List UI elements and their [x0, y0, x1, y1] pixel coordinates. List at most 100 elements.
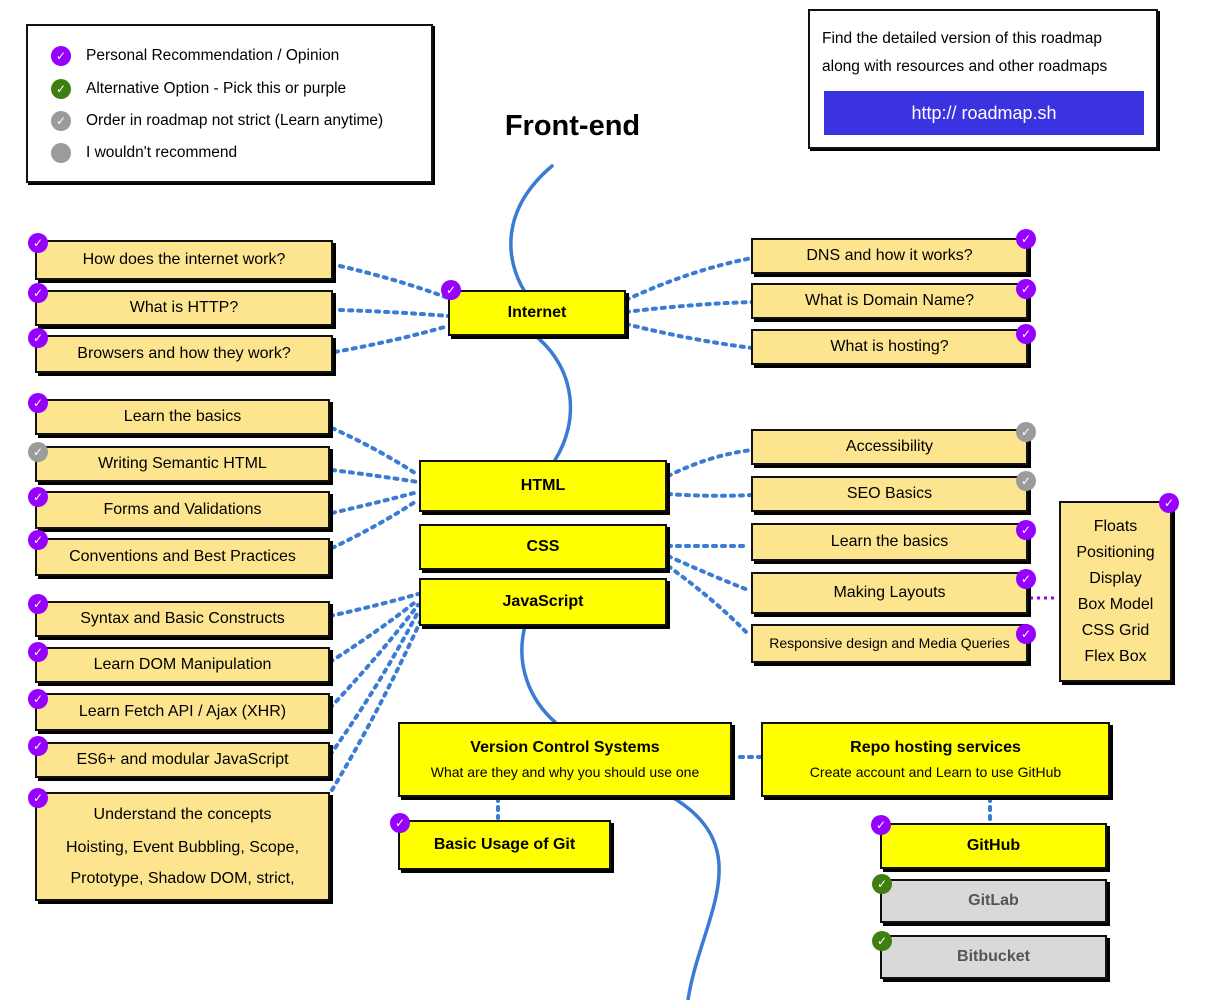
node-making-layouts[interactable]: Making Layouts [751, 572, 1028, 614]
node-layout-topics[interactable]: Floats Positioning Display Box Model CSS… [1059, 501, 1172, 682]
purple-check-icon: ✓ [1159, 493, 1179, 513]
dots-js-l3 [328, 603, 420, 710]
node-css-basics[interactable]: Learn the basics [751, 523, 1028, 561]
purple-check-icon: ✓ [1016, 569, 1036, 589]
spine-top [509, 164, 554, 294]
spine-internet-html [536, 336, 573, 462]
gray-check-icon: ✓ [1016, 422, 1036, 442]
dots-internet-l1 [338, 264, 450, 300]
layout-topic: CSS Grid [1081, 621, 1150, 639]
node-vcs[interactable]: Version Control Systems What are they an… [398, 722, 732, 797]
purple-check-icon: ✓ [390, 813, 410, 833]
purple-check-icon: ✓ [28, 530, 48, 550]
purple-check-icon: ✓ [871, 815, 891, 835]
gray-check-icon: ✓ [1016, 471, 1036, 491]
legend-box: ✓ Personal Recommendation / Opinion ✓ Al… [26, 24, 433, 183]
info-box: Find the detailed version of this roadma… [808, 9, 1158, 149]
purple-check-icon: ✓ [28, 788, 48, 808]
roadmap-link-button[interactable]: http:// roadmap.sh [824, 91, 1144, 135]
node-seo[interactable]: SEO Basics [751, 476, 1028, 512]
dots-html-r1 [666, 448, 754, 478]
dots-js-l4 [328, 610, 420, 757]
node-fetch[interactable]: Learn Fetch API / Ajax (XHR) [35, 693, 330, 731]
node-repo-hosting[interactable]: Repo hosting services Create account and… [761, 722, 1110, 797]
vcs-subtitle: What are they and why you should use one [430, 763, 700, 780]
purple-check-icon: ✓ [28, 689, 48, 709]
node-github[interactable]: GitHub [880, 823, 1107, 869]
dots-js-l5 [330, 620, 422, 792]
dots-html-l3 [330, 490, 420, 515]
node-conventions[interactable]: Conventions and Best Practices [35, 538, 330, 576]
purple-check-icon: ✓ [51, 46, 71, 66]
node-dns[interactable]: DNS and how it works? [751, 238, 1028, 274]
purple-check-icon: ✓ [1016, 279, 1036, 299]
node-html[interactable]: HTML [419, 460, 667, 512]
info-line-2: along with resources and other roadmaps [822, 58, 1108, 75]
green-check-icon: ✓ [872, 874, 892, 894]
node-es6[interactable]: ES6+ and modular JavaScript [35, 742, 330, 778]
legend-order-label: Order in roadmap not strict (Learn anyti… [86, 112, 384, 129]
purple-check-icon: ✓ [28, 736, 48, 756]
concepts-heading: Understand the concepts [93, 805, 272, 823]
dots-css-r2 [666, 554, 750, 592]
node-javascript[interactable]: JavaScript [419, 578, 667, 626]
gray-check-icon: ✓ [51, 111, 71, 131]
dots-internet-r2 [624, 300, 754, 314]
dots-html-l4 [330, 498, 420, 550]
node-html-basics[interactable]: Learn the basics [35, 399, 330, 435]
layout-topic: Display [1089, 569, 1142, 587]
repo-subtitle: Create account and Learn to use GitHub [809, 763, 1062, 780]
vcs-title: Version Control Systems [470, 738, 660, 756]
dots-internet-r1 [624, 256, 754, 302]
node-hosting[interactable]: What is hosting? [751, 329, 1028, 365]
purple-check-icon: ✓ [28, 283, 48, 303]
node-bitbucket[interactable]: Bitbucket [880, 935, 1107, 979]
purple-check-icon: ✓ [28, 642, 48, 662]
node-internet[interactable]: Internet [448, 290, 626, 336]
green-check-icon: ✓ [51, 79, 71, 99]
node-accessibility[interactable]: Accessibility [751, 429, 1028, 465]
layout-topic: Positioning [1076, 543, 1155, 561]
green-check-icon: ✓ [872, 931, 892, 951]
node-internet-how[interactable]: How does the internet work? [35, 240, 333, 280]
legend-personal-label: Personal Recommendation / Opinion [86, 47, 340, 64]
node-responsive[interactable]: Responsive design and Media Queries [751, 624, 1028, 663]
node-css[interactable]: CSS [419, 524, 667, 570]
node-http[interactable]: What is HTTP? [35, 290, 333, 326]
node-domain-name[interactable]: What is Domain Name? [751, 283, 1028, 319]
dots-html-r2 [666, 492, 754, 498]
purple-check-icon: ✓ [1016, 624, 1036, 644]
spine-js-vcs [520, 624, 557, 724]
node-semantic-html[interactable]: Writing Semantic HTML [35, 446, 330, 482]
legend-not-recommended-label: I wouldn't recommend [86, 144, 238, 161]
purple-check-icon: ✓ [1016, 520, 1036, 540]
dots-js-l2 [328, 598, 420, 664]
node-dom[interactable]: Learn DOM Manipulation [35, 647, 330, 683]
concepts-line: Prototype, Shadow DOM, strict, [70, 869, 295, 887]
node-gitlab[interactable]: GitLab [880, 879, 1107, 923]
node-git[interactable]: Basic Usage of Git [398, 820, 611, 870]
node-browsers[interactable]: Browsers and how they work? [35, 335, 333, 373]
node-js-syntax[interactable]: Syntax and Basic Constructs [35, 601, 330, 637]
dots-internet-l2 [338, 308, 450, 318]
dots-css-r3 [666, 564, 750, 636]
purple-check-icon: ✓ [1016, 229, 1036, 249]
repo-title: Repo hosting services [850, 738, 1021, 756]
legend-alternative-label: Alternative Option - Pick this or purple [86, 80, 347, 97]
purple-check-icon: ✓ [441, 280, 461, 300]
purple-check-icon: ✓ [28, 594, 48, 614]
layout-topic: Box Model [1077, 595, 1154, 613]
dots-html-l2 [330, 468, 420, 484]
layout-topic: Flex Box [1084, 647, 1147, 665]
purple-check-icon: ✓ [28, 393, 48, 413]
dots-internet-r3 [624, 322, 754, 350]
gray-dot-icon [51, 143, 71, 163]
node-forms[interactable]: Forms and Validations [35, 491, 330, 529]
concepts-line: Hoisting, Event Bubbling, Scope, [65, 838, 300, 856]
purple-check-icon: ✓ [28, 487, 48, 507]
info-line-1: Find the detailed version of this roadma… [822, 30, 1103, 47]
dots-internet-l3 [333, 324, 450, 354]
node-js-concepts[interactable]: Understand the concepts Hoisting, Event … [35, 792, 330, 901]
page-title: Front-end [504, 110, 641, 142]
